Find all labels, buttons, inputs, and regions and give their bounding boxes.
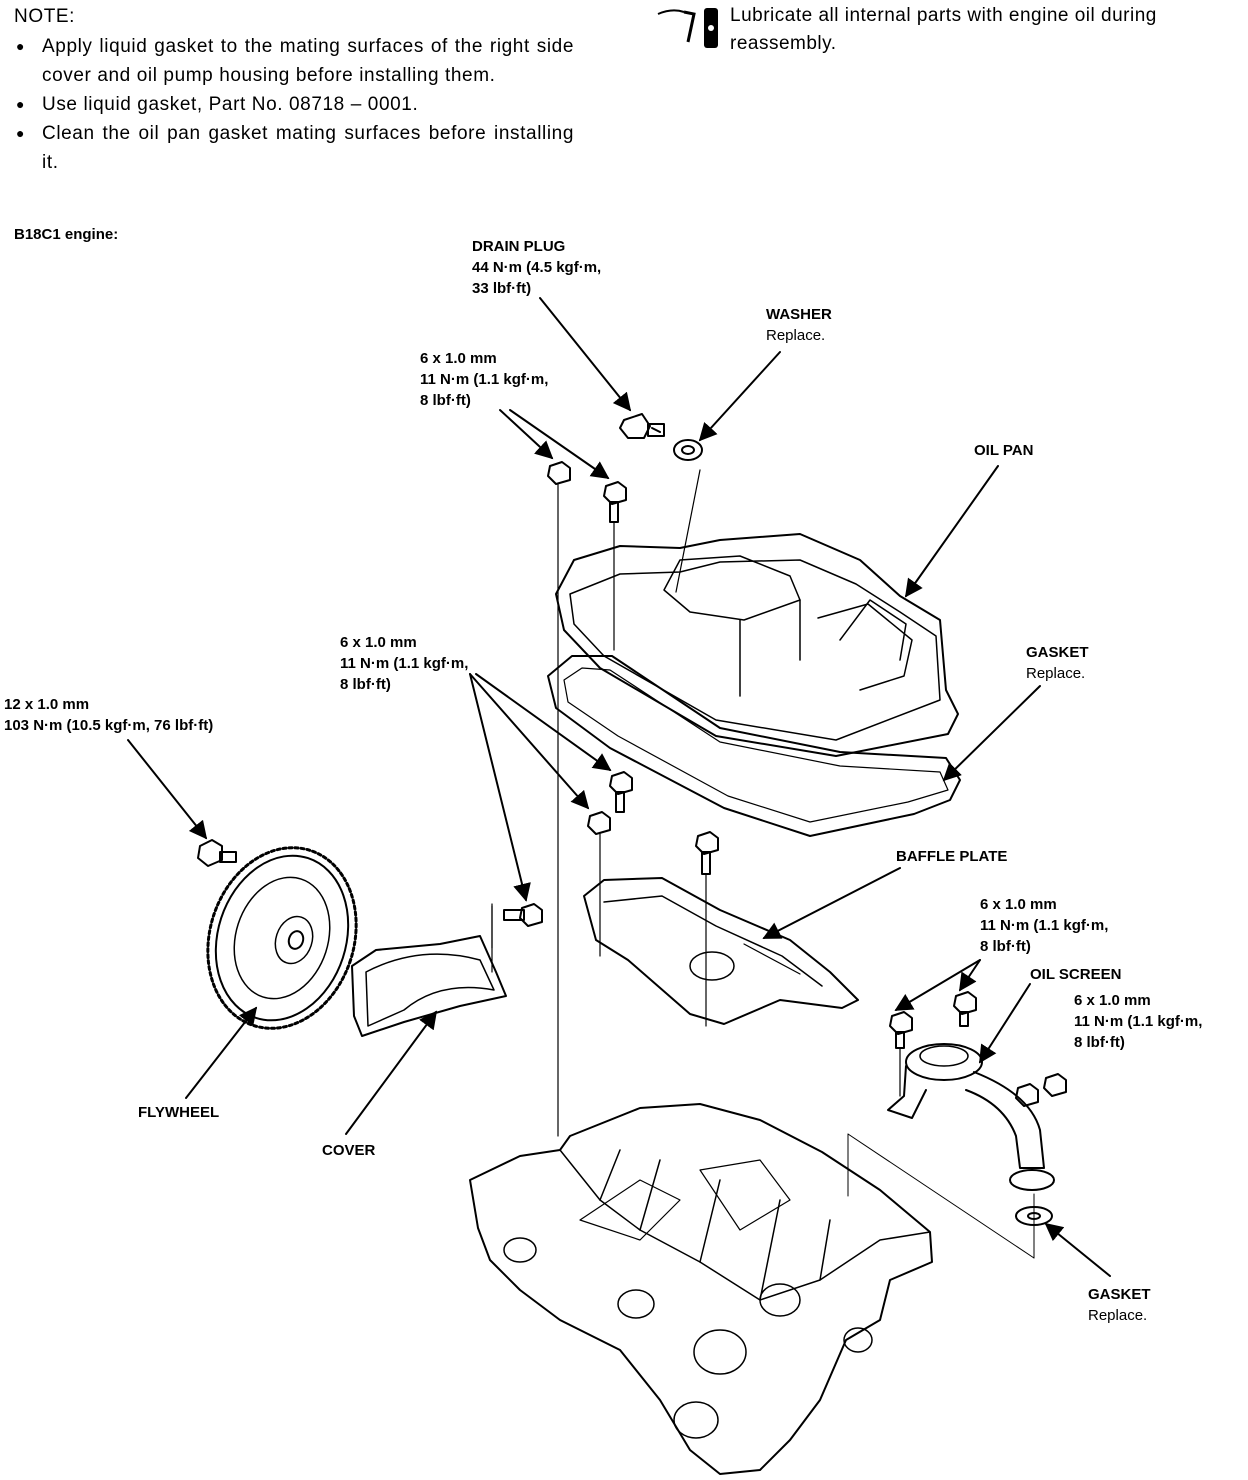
baffle-plate bbox=[583, 877, 859, 1025]
flywheel-bolt bbox=[197, 839, 237, 867]
note-item: Use liquid gasket, Part No. 08718 – 0001… bbox=[14, 90, 574, 119]
flywheel-label: FLYWHEEL bbox=[138, 1104, 220, 1121]
washer bbox=[673, 439, 703, 461]
bolt-spec-top: 6 x 1.0 mm 11 N·m (1.1 kgf·m, 8 lbf·ft) bbox=[420, 350, 549, 409]
bolt-spec-screen: 6 x 1.0 mm 11 N·m (1.1 kgf·m, 8 lbf·ft) bbox=[980, 896, 1109, 955]
oil-pan-gasket-label: GASKET Replace. bbox=[1026, 644, 1089, 682]
screen-gasket-label: GASKET Replace. bbox=[1088, 1286, 1151, 1324]
engine-label: B18C1 engine: bbox=[14, 226, 119, 243]
leader-arrows bbox=[127, 297, 1111, 1277]
nut-spec-screen: 6 x 1.0 mm 11 N·m (1.1 kgf·m, 8 lbf·ft) bbox=[1074, 992, 1203, 1051]
notes-block: NOTE: Apply liquid gasket to the mating … bbox=[14, 6, 574, 177]
flywheel bbox=[206, 846, 358, 1030]
oil-pan-gasket bbox=[547, 655, 961, 837]
bolt-spec-mid: 6 x 1.0 mm 11 N·m (1.1 kgf·m, 8 lbf·ft) bbox=[340, 634, 469, 693]
oil-pan-label: OIL PAN bbox=[974, 442, 1034, 459]
oil-screen-label: OIL SCREEN bbox=[1030, 966, 1122, 983]
engine-block bbox=[469, 1103, 933, 1475]
oil-pan bbox=[555, 469, 959, 757]
cover bbox=[351, 905, 507, 1037]
note-item: Clean the oil pan gasket mating surfaces… bbox=[14, 119, 574, 177]
drain-plug-label: DRAIN PLUG 44 N·m (4.5 kgf·m, 33 lbf·ft) bbox=[472, 238, 602, 297]
mid-bolts bbox=[491, 771, 719, 1027]
washer-label: WASHER Replace. bbox=[766, 306, 832, 344]
oil-screen-bolts bbox=[889, 991, 1067, 1107]
cover-label: COVER bbox=[322, 1142, 376, 1159]
note-list: Apply liquid gasket to the mating surfac… bbox=[14, 32, 574, 177]
guide-lines bbox=[847, 1133, 1035, 1259]
top-bolts bbox=[547, 461, 627, 1137]
note-item: Apply liquid gasket to the mating surfac… bbox=[14, 32, 574, 90]
baffle-plate-label: BAFFLE PLATE bbox=[896, 848, 1008, 865]
note-heading: NOTE: bbox=[14, 6, 76, 27]
lubricate-note: Lubricate all internal parts with engine… bbox=[730, 5, 1157, 54]
drain-plug bbox=[619, 413, 665, 439]
flywheel-bolt-spec: 12 x 1.0 mm 103 N·m (10.5 kgf·m, 76 lbf·… bbox=[4, 696, 214, 734]
oil-screen bbox=[887, 1043, 1055, 1191]
oil-can-icon bbox=[657, 8, 718, 48]
